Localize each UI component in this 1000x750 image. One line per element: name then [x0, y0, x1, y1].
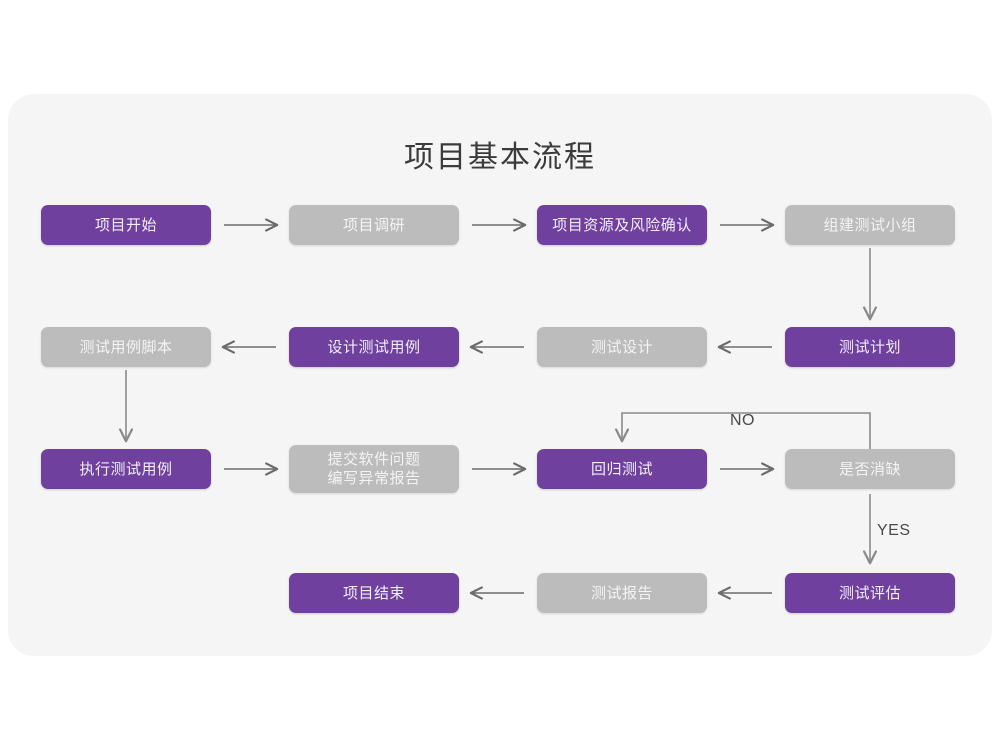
edge-label-no: NO: [730, 412, 755, 429]
node-resource-risk-confirm[interactable]: 项目资源及风险确认: [537, 205, 707, 245]
page-title: 项目基本流程: [404, 140, 596, 175]
node-build-test-team[interactable]: 组建测试小组: [785, 205, 955, 245]
node-submit-defect-report[interactable]: 提交软件问题 编写异常报告: [289, 445, 459, 493]
node-label: 组建测试小组: [823, 215, 917, 234]
edge-label-yes: YES: [877, 522, 911, 539]
node-label: 是否消缺: [838, 459, 901, 478]
node-label: 测试评估: [838, 583, 901, 602]
node-design-test-case[interactable]: 设计测试用例: [289, 327, 459, 367]
node-label: 提交软件问题 编写异常报告: [327, 450, 421, 487]
node-label: 项目资源及风险确认: [552, 215, 692, 234]
node-test-plan[interactable]: 测试计划: [785, 327, 955, 367]
node-label: 项目结束: [342, 583, 405, 602]
node-label: 项目调研: [342, 215, 405, 234]
node-label: 测试报告: [590, 583, 653, 602]
node-test-design[interactable]: 测试设计: [537, 327, 707, 367]
node-execute-test-case[interactable]: 执行测试用例: [41, 449, 211, 489]
node-label: 回归测试: [590, 459, 653, 478]
node-regression-test[interactable]: 回归测试: [537, 449, 707, 489]
node-defect-resolved-decision[interactable]: 是否消缺: [785, 449, 955, 489]
node-project-end[interactable]: 项目结束: [289, 573, 459, 613]
flowchart-card: [8, 94, 992, 656]
node-test-case-script[interactable]: 测试用例脚本: [41, 327, 211, 367]
node-label: 设计测试用例: [327, 337, 421, 356]
node-test-evaluation[interactable]: 测试评估: [785, 573, 955, 613]
node-label: 执行测试用例: [79, 459, 173, 478]
node-label: 测试设计: [590, 337, 653, 356]
node-label: 测试用例脚本: [79, 337, 173, 356]
node-test-report[interactable]: 测试报告: [537, 573, 707, 613]
node-label: 项目开始: [94, 215, 157, 234]
node-label: 测试计划: [838, 337, 901, 356]
node-project-research[interactable]: 项目调研: [289, 205, 459, 245]
node-project-start[interactable]: 项目开始: [41, 205, 211, 245]
